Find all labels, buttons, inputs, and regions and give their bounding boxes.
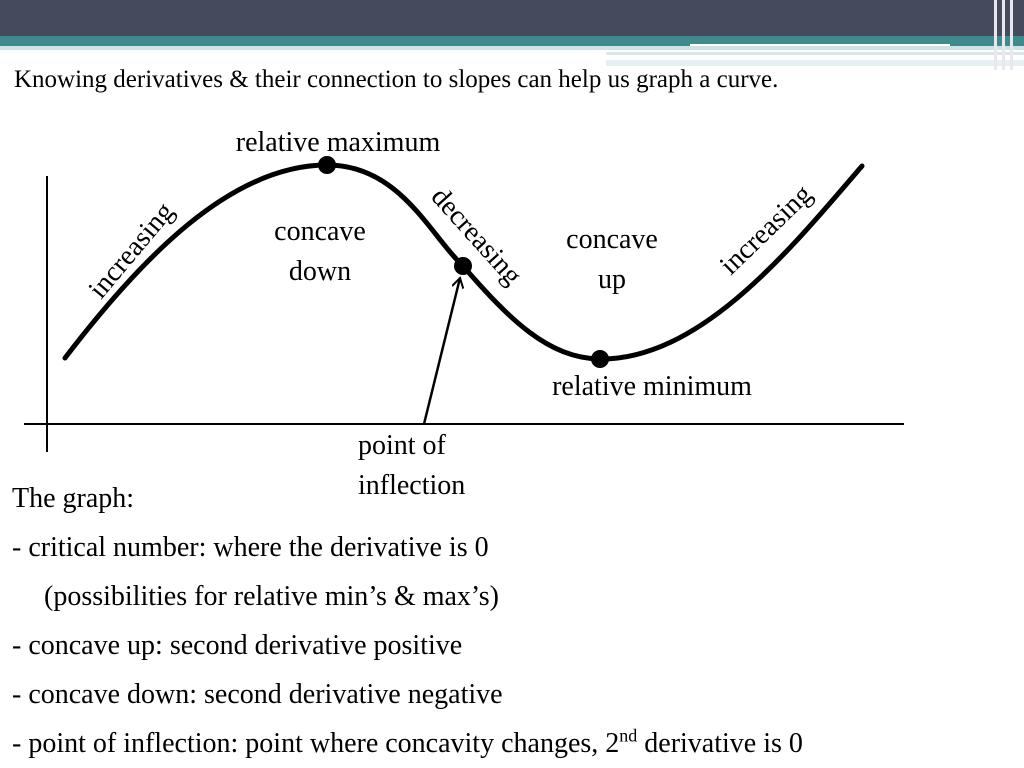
decor-stripe [606,60,1024,66]
note-inflection-text-end: derivative is 0 [637,728,803,759]
increasing-label-right: increasing [714,179,818,281]
concave-down-label: down [289,256,351,287]
note-concave-up: - concave up: second derivative positive [12,630,463,661]
relative-minimum-label: relative minimum [552,371,752,402]
note-critical-subtext: (possibilities for relative min’s & max’… [44,581,499,612]
inflection-point [454,257,472,275]
accent-band-light [0,46,1024,50]
accent-band [0,36,1024,46]
note-critical-number: - critical number: where the derivative … [12,532,489,563]
concave-down-label: concave [274,216,366,247]
decor-vline [994,0,997,70]
relative-maximum-label: relative maximum [236,127,441,158]
notes-heading: The graph: [12,483,135,514]
note-inflection-text: - point of inflection: point where conca… [12,728,620,759]
concave-up-label: up [598,264,626,295]
title-bar [0,0,1024,36]
notes: The graph: - critical number: where the … [12,474,803,768]
note-inflection-superscript: nd [619,725,638,746]
decor-vline [1002,0,1005,70]
note-concave-down: - concave down: second derivative negati… [12,679,503,710]
increasing-label-left: increasing [83,197,181,305]
inflection-label: point of [358,430,447,461]
relative-maximum-point [318,156,336,174]
relative-minimum-point [591,350,609,368]
note-point-of-inflection: - point of inflection: point where conca… [12,719,803,768]
inflection-arrow [422,278,460,425]
concave-up-label: concave [566,224,658,255]
decor-stripe [690,44,950,46]
decor-stripe [606,52,1024,55]
decor-vline [1010,0,1013,70]
slide-title: Knowing derivatives & their connection t… [14,66,779,93]
inflection-label: inflection [358,470,465,501]
